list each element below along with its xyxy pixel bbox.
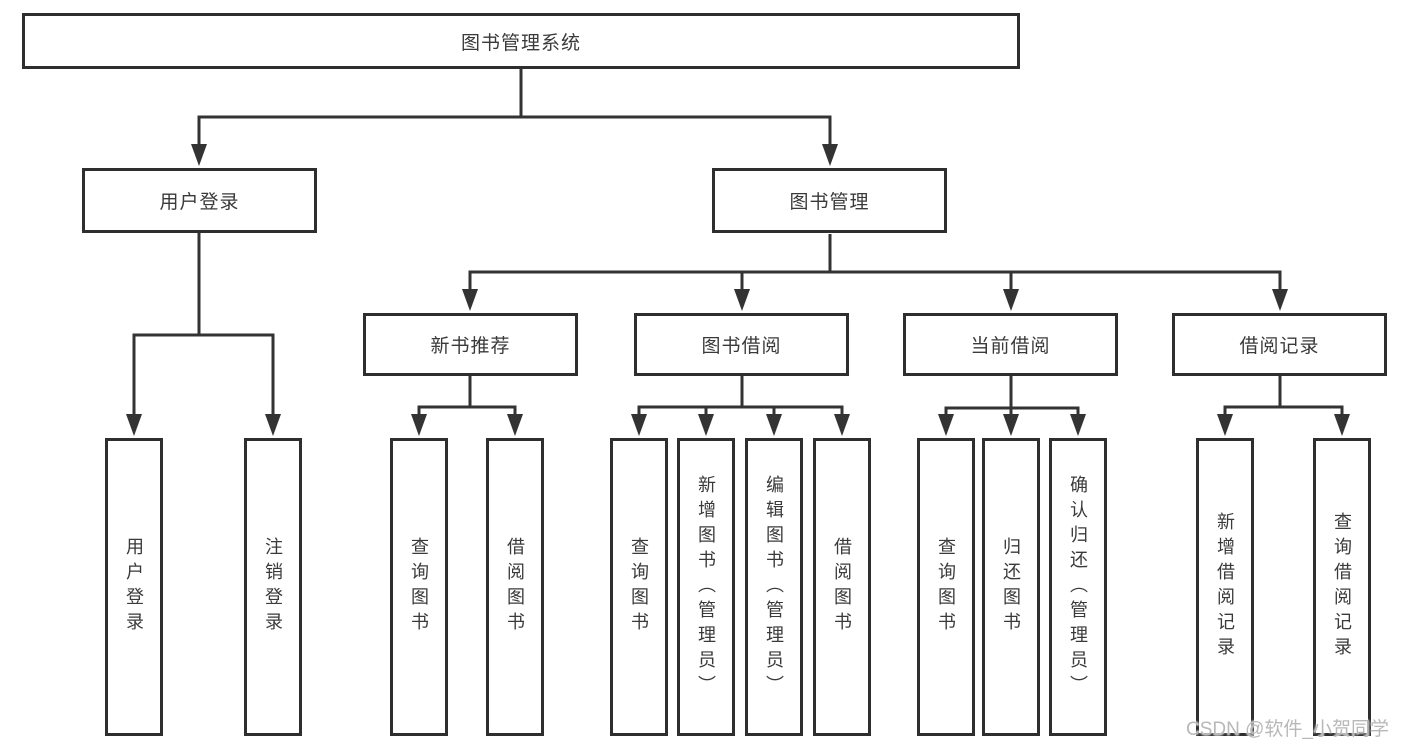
node-borrowing-records: 借阅记录 bbox=[1172, 313, 1387, 376]
leaf-query-books-recommend: 查询图书 bbox=[390, 438, 448, 736]
leaf-query-books-borrowing: 查询图书 bbox=[610, 438, 668, 736]
leaf-label: 借阅图书 bbox=[505, 537, 525, 637]
node-book-borrowing: 图书借阅 bbox=[634, 313, 849, 376]
leaf-label: 查询图书 bbox=[936, 537, 956, 637]
leaf-label: 新增图书（管理员） bbox=[696, 474, 716, 700]
leaf-query-books-current: 查询图书 bbox=[917, 438, 975, 736]
leaf-logout: 注销登录 bbox=[244, 438, 302, 736]
leaf-label: 借阅图书 bbox=[832, 537, 852, 637]
leaf-edit-book-admin: 编辑图书（管理员） bbox=[745, 438, 803, 736]
leaf-label: 查询借阅记录 bbox=[1332, 512, 1352, 662]
node-label: 当前借阅 bbox=[970, 336, 1051, 357]
leaf-label: 查询图书 bbox=[629, 537, 649, 637]
leaf-label: 注销登录 bbox=[263, 537, 283, 637]
node-label: 借阅记录 bbox=[1239, 336, 1320, 357]
leaf-borrow-books-recommend: 借阅图书 bbox=[486, 438, 544, 736]
node-book-management: 图书管理 bbox=[712, 168, 947, 233]
leaf-query-borrow-record: 查询借阅记录 bbox=[1313, 438, 1371, 736]
node-current-borrowing: 当前借阅 bbox=[903, 313, 1118, 376]
node-label: 图书管理 bbox=[789, 192, 870, 213]
leaf-label: 新增借阅记录 bbox=[1215, 512, 1235, 662]
leaf-label: 编辑图书（管理员） bbox=[764, 474, 784, 700]
leaf-label: 归还图书 bbox=[1001, 537, 1021, 637]
csdn-watermark: CSDN @软件_小贺同学 bbox=[1186, 719, 1389, 740]
leaf-add-borrow-record: 新增借阅记录 bbox=[1196, 438, 1254, 736]
leaf-borrow-books-borrowing: 借阅图书 bbox=[813, 438, 871, 736]
leaf-label: 确认归还（管理员） bbox=[1068, 474, 1088, 700]
node-label: 图书管理系统 bbox=[460, 32, 581, 54]
leaf-label: 查询图书 bbox=[409, 537, 429, 637]
node-new-book-recommend: 新书推荐 bbox=[363, 313, 578, 376]
leaf-return-books: 归还图书 bbox=[982, 438, 1040, 736]
node-label: 新书推荐 bbox=[430, 336, 511, 357]
leaf-label: 用户登录 bbox=[124, 537, 144, 637]
leaf-confirm-return-admin: 确认归还（管理员） bbox=[1049, 438, 1107, 736]
node-user-login: 用户登录 bbox=[82, 168, 317, 233]
node-label: 图书借阅 bbox=[701, 336, 782, 357]
node-library-management-system: 图书管理系统 bbox=[22, 13, 1020, 69]
leaf-add-book-admin: 新增图书（管理员） bbox=[677, 438, 735, 736]
leaf-user-login: 用户登录 bbox=[105, 438, 163, 736]
node-label: 用户登录 bbox=[159, 192, 240, 213]
